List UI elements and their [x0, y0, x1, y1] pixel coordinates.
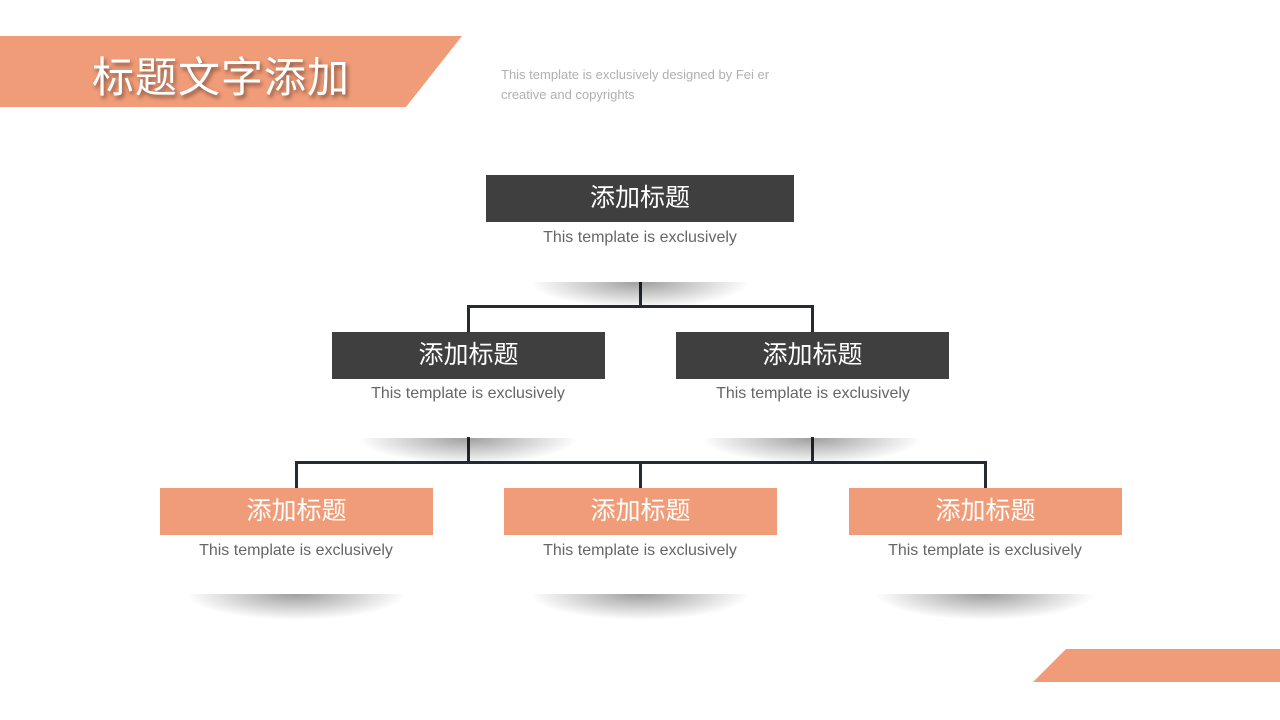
org-node-desc: This template is exclusively	[888, 542, 1082, 559]
title-banner	[0, 36, 462, 107]
org-node-desc: This template is exclusively	[543, 542, 737, 559]
org-node-desc: This template is exclusively	[716, 385, 910, 402]
connector-line	[467, 437, 470, 464]
node-shadow	[530, 282, 750, 308]
org-node-root[interactable]: 添加标题	[486, 175, 794, 222]
page-subtitle: This template is exclusively designed by…	[501, 67, 770, 102]
org-node-desc: This template is exclusively	[371, 385, 565, 402]
connector-line	[467, 305, 470, 333]
connector-line	[639, 461, 642, 489]
node-shadow	[186, 594, 406, 620]
org-node-level3[interactable]: 添加标题	[504, 488, 777, 535]
org-node-desc: This template is exclusively	[543, 229, 737, 246]
org-node-level2[interactable]: 添加标题	[332, 332, 605, 379]
connector-line	[811, 305, 814, 333]
node-shadow	[530, 594, 750, 620]
node-shadow	[358, 438, 578, 464]
org-node-desc: This template is exclusively	[199, 542, 393, 559]
org-node-level2[interactable]: 添加标题	[676, 332, 949, 379]
connector-line	[811, 437, 814, 464]
connector-line	[467, 305, 814, 308]
connector-line	[639, 282, 642, 308]
org-node-level3[interactable]: 添加标题	[849, 488, 1122, 535]
org-node-level3[interactable]: 添加标题	[160, 488, 433, 535]
footer-accent-bar	[1033, 649, 1280, 682]
connector-line	[295, 461, 298, 489]
page-title: 标题文字添加	[92, 53, 351, 102]
connector-line	[984, 461, 987, 489]
node-shadow	[875, 594, 1095, 620]
node-shadow	[702, 438, 922, 464]
